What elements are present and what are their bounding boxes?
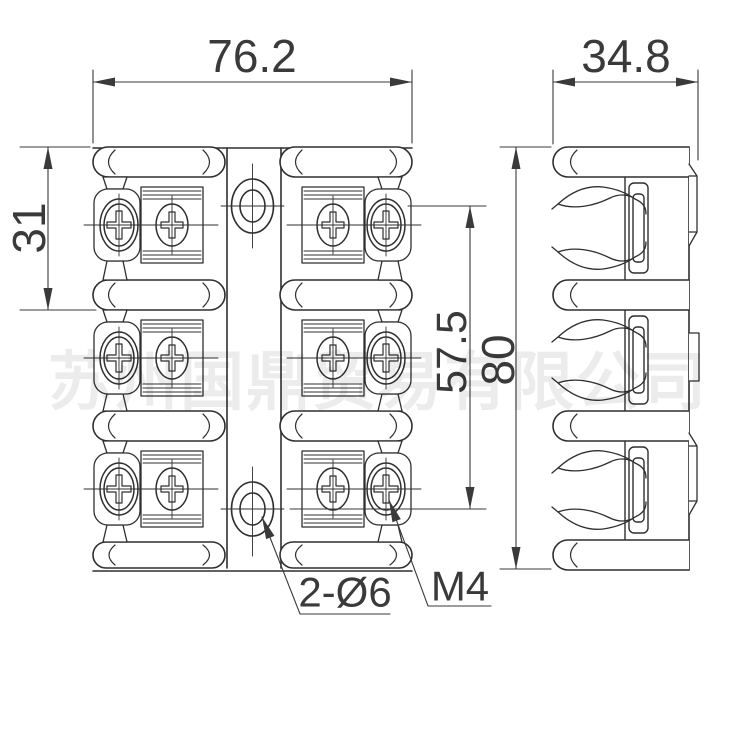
dim-text-overall-height: 80	[472, 334, 524, 385]
dim-mount-hole-spacing	[289, 205, 487, 510]
front-view	[83, 146, 422, 572]
crosshairs	[83, 326, 422, 390]
front-row-3	[83, 440, 422, 543]
label-screw-thread: M4	[431, 563, 489, 610]
side-barriers	[552, 146, 690, 571]
side-view	[551, 146, 700, 571]
dim-text-mount-hole-spacing: 57.5	[428, 310, 476, 394]
dim-pole-section-height	[19, 146, 97, 311]
dim-text-side-width: 34.8	[581, 30, 671, 82]
dimension-text: 76.2 34.8 31 57.5 80 2-Ø6 M4	[3, 30, 671, 616]
side-barrier-cap-arcs	[569, 149, 578, 568]
company-watermark: 苏州国鼎贸易有限公司	[48, 346, 708, 418]
dim-text-front-width: 76.2	[207, 30, 297, 82]
dim-overall-height	[499, 146, 552, 570]
front-row-1	[83, 176, 422, 281]
dim-text-pole-section-height: 31	[3, 202, 55, 253]
dimension-annotations	[19, 69, 699, 615]
front-barrier-cap-arcs	[107, 149, 398, 566]
label-mounting-holes: 2-Ø6	[298, 569, 391, 616]
crosshairs	[83, 193, 422, 257]
mounting-hole-top	[220, 163, 285, 249]
dim-side-width	[552, 69, 699, 161]
crosshairs	[83, 457, 422, 521]
dim-front-width	[92, 69, 413, 144]
spring-clips	[551, 186, 647, 530]
front-row-2	[83, 309, 422, 412]
front-barriers-left	[92, 146, 226, 569]
leader-mounting-holes	[261, 516, 391, 615]
mounting-hole-bottom	[220, 466, 285, 557]
leader-screw-thread	[388, 499, 492, 607]
side-right-tabs	[688, 163, 700, 516]
front-barriers-right	[279, 146, 413, 569]
